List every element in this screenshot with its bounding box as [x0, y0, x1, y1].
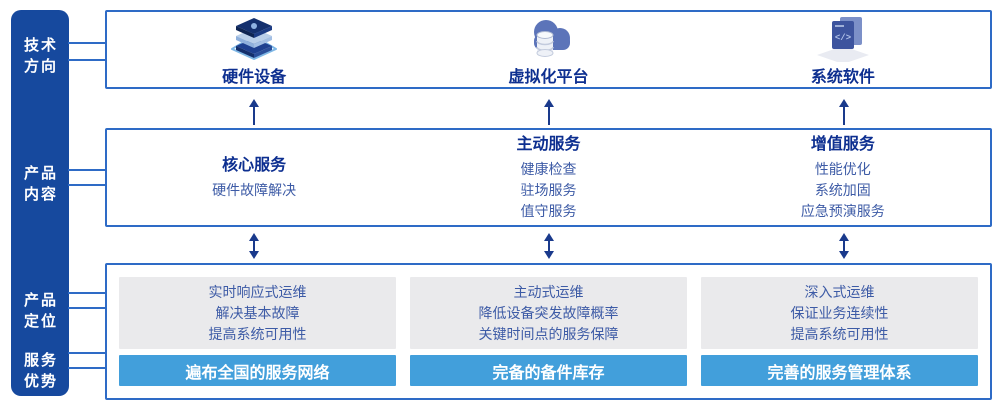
advantage-bar: 遍布全国的服务网络: [119, 355, 396, 386]
positioning-line: 实时响应式运维: [208, 283, 307, 300]
sidebar-label-line: 定位: [23, 313, 58, 330]
arrow-up-icon: [838, 99, 850, 125]
positioning-box: 深入式运维 保证业务连续性 提高系统可用性: [701, 277, 978, 349]
positioning-line: 提高系统可用性: [208, 325, 307, 342]
bottom-column-2: 主动式运维 降低设备突发故障概率 关键时间点的服务保障 完备的备件库存: [410, 277, 687, 398]
connector-line: [68, 42, 106, 44]
tech-column-virtualization: 虚拟化平台: [401, 12, 695, 87]
code-window-icon: </>: [815, 12, 871, 62]
positioning-box: 主动式运维 降低设备突发故障概率 关键时间点的服务保障: [410, 277, 687, 349]
positioning-line: 保证业务连续性: [790, 304, 889, 321]
sidebar-label-line: 优势: [23, 373, 58, 390]
positioning-line: 关键时间点的服务保障: [478, 325, 619, 342]
sidebar-item-product-content: 产品 内容: [11, 163, 69, 205]
positioning-line: 提高系统可用性: [790, 325, 889, 342]
sidebar-label-line: 产品: [23, 165, 58, 182]
arrow-up-icon: [248, 99, 260, 125]
sidebar-item-product-positioning: 产品 定位: [11, 290, 69, 332]
positioning-line: 主动式运维: [513, 283, 584, 300]
content-item: 驻场服务: [520, 181, 577, 198]
content-title: 主动服务: [516, 135, 581, 153]
arrow-double-icon: [248, 233, 260, 259]
positioning-advantage-panel: 实时响应式运维 解决基本故障 提高系统可用性 遍布全国的服务网络 主动式运维 降…: [105, 263, 992, 400]
connector-line: [68, 307, 106, 309]
positioning-line: 深入式运维: [804, 283, 875, 300]
content-item: 应急预演服务: [800, 202, 885, 219]
arrow-double-icon: [838, 233, 850, 259]
sidebar-label-line: 方向: [23, 58, 58, 75]
positioning-line: 解决基本故障: [215, 304, 300, 321]
left-category-sidebar: 技术 方向 产品 内容 产品 定位 服务 优势: [11, 10, 69, 396]
positioning-line: 降低设备突发故障概率: [478, 304, 619, 321]
content-item: 健康检查: [520, 160, 577, 177]
bottom-column-3: 深入式运维 保证业务连续性 提高系统可用性 完善的服务管理体系: [701, 277, 978, 398]
connector-line: [68, 59, 106, 61]
sidebar-label-line: 内容: [23, 186, 58, 203]
tech-direction-panel: 硬件设备 虚拟化平台: [105, 10, 992, 89]
content-item: 系统加固: [814, 181, 871, 198]
sidebar-item-tech-direction: 技术 方向: [11, 35, 69, 77]
content-item: 硬件故障解决: [212, 181, 297, 198]
product-content-panel: 核心服务 硬件故障解决 主动服务 健康检查 驻场服务 值守服务 增值服务 性能优…: [105, 128, 992, 227]
connector-line: [68, 367, 106, 369]
arrow-double-icon: [543, 233, 555, 259]
sidebar-label-line: 技术: [23, 37, 58, 54]
sidebar-label-line: 服务: [23, 352, 58, 369]
svg-text:</>: </>: [835, 33, 851, 43]
advantage-bar: 完备的备件库存: [410, 355, 687, 386]
tech-label-hardware: 硬件设备: [222, 69, 287, 86]
connector-line: [68, 169, 106, 171]
content-title: 核心服务: [222, 156, 287, 174]
content-item: 性能优化: [814, 160, 871, 177]
connector-line: [68, 352, 106, 354]
content-item: 值守服务: [520, 202, 577, 219]
connector-line: [68, 184, 106, 186]
server-stack-icon: [226, 12, 282, 62]
connector-line: [68, 292, 106, 294]
tech-label-virtualization: 虚拟化平台: [508, 69, 589, 86]
tech-column-software: </> 系统软件: [696, 12, 990, 87]
bottom-column-1: 实时响应式运维 解决基本故障 提高系统可用性 遍布全国的服务网络: [119, 277, 396, 398]
sidebar-label-line: 产品: [23, 292, 58, 309]
positioning-box: 实时响应式运维 解决基本故障 提高系统可用性: [119, 277, 396, 349]
advantage-bar: 完善的服务管理体系: [701, 355, 978, 386]
content-column-core: 核心服务 硬件故障解决: [107, 130, 401, 225]
arrow-up-icon: [543, 99, 555, 125]
content-title: 增值服务: [810, 135, 875, 153]
content-column-active: 主动服务 健康检查 驻场服务 值守服务: [401, 130, 695, 225]
sidebar-item-service-advantage: 服务 优势: [11, 350, 69, 392]
cloud-database-icon: [520, 12, 576, 62]
tech-label-software: 系统软件: [810, 69, 875, 86]
content-column-value-added: 增值服务 性能优化 系统加固 应急预演服务: [696, 130, 990, 225]
tech-column-hardware: 硬件设备: [107, 12, 401, 87]
